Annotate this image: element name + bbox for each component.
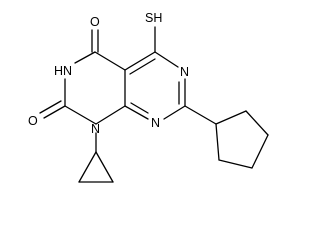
bond-n1-c2 [64, 105, 97, 125]
bond-c4a-c5 [124, 51, 156, 71]
bond-c4a-c5-inner [129, 58, 156, 75]
bond-cpn-4 [218, 159, 253, 169]
bond-c7-cyclopentyl [184, 105, 217, 125]
bond-n3-c4 [74, 51, 96, 64]
atom-label-o-top: O [90, 15, 100, 29]
atom-label-o-left: O [28, 114, 38, 128]
chemical-structure-drawing: SH O HN N N N O [28, 11, 269, 183]
atom-label-nh: HN [54, 64, 72, 78]
bond-c7-n8 [163, 105, 186, 120]
bond-c5-n6 [154, 51, 179, 68]
bond-cpn-1 [215, 110, 247, 125]
bond-cp-3 [95, 151, 114, 183]
bond-cp-1 [78, 151, 97, 183]
bond-cpn-3 [251, 134, 269, 169]
bond-c8a-n1 [95, 105, 126, 125]
atom-label-n-right-bottom: N [151, 116, 160, 130]
structure-diagram: SH O HN N N N O [28, 11, 269, 183]
bond-n8-c8a [124, 105, 149, 120]
bond-c2-o [43, 105, 66, 119]
bond-c2-o-double [39, 100, 62, 114]
atom-label-sh: SH [145, 11, 162, 25]
bond-cpn-5 [215, 123, 220, 161]
atom-label-n-bottom: N [91, 122, 100, 136]
bond-cpn-2 [245, 110, 269, 136]
bond-c4-c4a [94, 51, 126, 71]
atom-label-n-right-top: N [180, 65, 189, 79]
bond-n8-c8a-inner [130, 102, 149, 114]
